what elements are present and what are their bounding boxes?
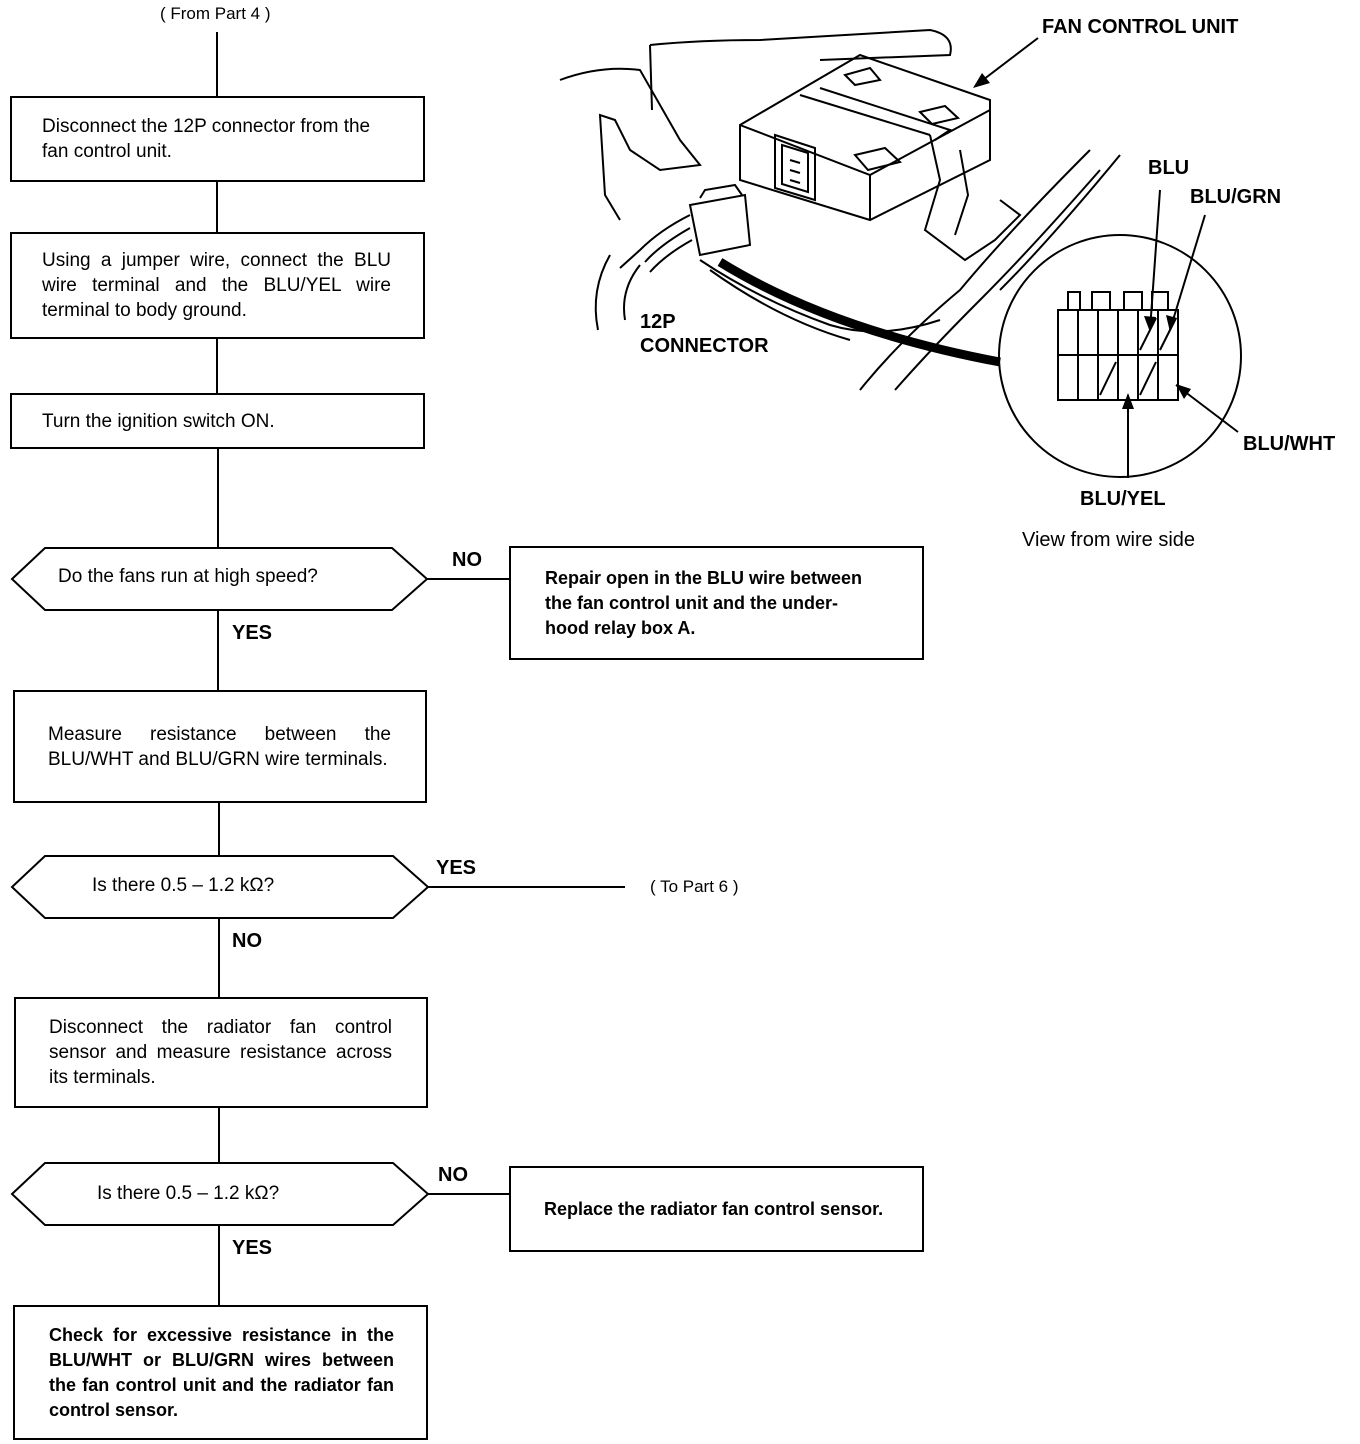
step-check-excessive-resistance: Check for excessive resistance in the BL… — [13, 1305, 428, 1440]
to-part-ref: ( To Part 6 ) — [650, 877, 739, 896]
step-jumper-wire: Using a jumper wire, connect the BLU wir… — [10, 232, 425, 339]
arrow-heads — [973, 73, 1191, 409]
connector-label-line1: 12P — [640, 311, 676, 333]
step-disconnect-connector: Disconnect the 12P connector from the fa… — [10, 96, 425, 182]
from-part-ref: ( From Part 4 ) — [160, 4, 271, 23]
decision-fans-high-speed: Do the fans run at high speed? — [58, 566, 318, 587]
step-text: Measure resistance between the BLU/WHT a… — [48, 723, 391, 770]
wire-label-blu-wht: BLU/WHT — [1243, 433, 1336, 455]
decision-yes-label: YES — [436, 857, 477, 879]
decision-yes-label: YES — [232, 622, 273, 644]
decision-resistance-1: Is there 0.5 – 1.2 kΩ? — [92, 875, 275, 896]
step-text: Turn the ignition switch ON. — [42, 410, 275, 432]
decision-resistance-2: Is there 0.5 – 1.2 kΩ? — [97, 1183, 280, 1204]
decision-shape — [10, 547, 429, 611]
fan-control-unit-illustration — [559, 28, 1121, 391]
action-text: Repair open in the BLU wire between the … — [545, 567, 863, 638]
action-replace-sensor: Replace the radiator fan control sensor. — [509, 1166, 924, 1252]
connector-label: 12P CONNECTOR — [640, 310, 769, 358]
action-text: Replace the radiator fan control sensor. — [544, 1198, 884, 1219]
wire-label-blu-yel: BLU/YEL — [1080, 488, 1166, 510]
view-caption: View from wire side — [1022, 529, 1196, 551]
decision-yes-label: YES — [232, 1237, 273, 1259]
decision-no-label: NO — [452, 549, 482, 571]
decision-no-label: NO — [438, 1164, 468, 1186]
connector-label-line2: CONNECTOR — [640, 335, 769, 357]
harness-wire — [717, 258, 1001, 367]
wire-label-blu-grn: BLU/GRN — [1190, 186, 1282, 208]
step-text: Disconnect the radiator fan control sens… — [49, 1017, 392, 1088]
step-ignition-on: Turn the ignition switch ON. — [10, 393, 425, 449]
action-repair-blu-wire: Repair open in the BLU wire between the … — [509, 546, 924, 660]
fan-control-unit-label: FAN CONTROL UNIT — [1042, 16, 1239, 38]
decision-shape — [10, 855, 430, 919]
decision-no-label: NO — [232, 930, 262, 952]
zoom-circle — [998, 234, 1242, 478]
step-text: Disconnect the 12P connector from the fa… — [42, 116, 371, 162]
step-disconnect-sensor: Disconnect the radiator fan control sens… — [14, 997, 428, 1108]
connector-detail — [974, 37, 1242, 478]
step-text: Check for excessive resistance in the BL… — [49, 1324, 394, 1420]
decision-shape — [10, 1162, 430, 1226]
step-text: Using a jumper wire, connect the BLU wir… — [42, 250, 391, 321]
wire-label-blu: BLU — [1148, 157, 1190, 179]
step-measure-resistance: Measure resistance between the BLU/WHT a… — [13, 690, 427, 803]
